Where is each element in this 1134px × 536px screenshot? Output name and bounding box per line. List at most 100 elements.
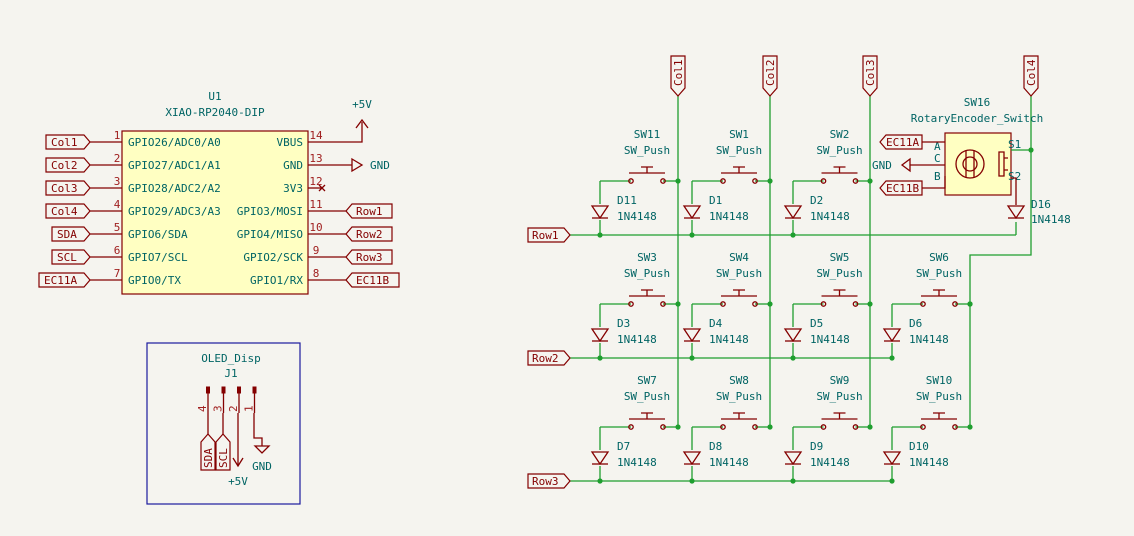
mcu-pin-number: 1: [114, 129, 121, 142]
column-label: Col2: [764, 60, 777, 87]
net-label-shape: [345, 226, 393, 242]
diode-ref: D2: [810, 194, 823, 207]
net-label-shape: [51, 249, 91, 265]
mcu-value: XIAO-RP2040-DIP: [165, 106, 265, 119]
mcu-pin-name: GPIO2/SCK: [243, 251, 303, 264]
switch-ref: SW6: [929, 251, 949, 264]
mcu-net-label: Col4: [51, 205, 78, 218]
oled-pin-number: 3: [212, 405, 225, 412]
encoder-diode-d16[interactable]: D16 1N4148: [1006, 198, 1071, 226]
encoder-ref: SW16: [964, 96, 991, 109]
diode-icon: [783, 451, 803, 466]
diode-icon: [682, 205, 702, 220]
row-label-shape: [527, 473, 571, 489]
mcu-right-pins: VBUS14GND133V312GPIO3/MOSI11Row1GPIO4/MI…: [237, 129, 400, 288]
column-label-shape: [862, 55, 878, 97]
switch-value: SW_Push: [624, 390, 670, 403]
diode-ref: D1: [709, 194, 722, 207]
diode-ref: D9: [810, 440, 823, 453]
mcu-left-pins: 1GPIO26/ADC0/A0Col12GPIO27/ADC1/A1Col23G…: [38, 129, 221, 288]
mcu-net-label: Col1: [51, 136, 78, 149]
switch-ref: SW1: [729, 128, 749, 141]
diode-icon: [682, 451, 702, 466]
encoder-body: [944, 132, 1012, 196]
switch-ref: SW4: [729, 251, 749, 264]
net-label-shape: [38, 272, 91, 288]
encoder-ec11b-label: EC11B: [886, 182, 919, 195]
oled-sda-label-shape: [200, 433, 216, 471]
rotary-encoder-sw16[interactable]: SW16 RotaryEncoder_Switch A C B S1 S2 EC…: [872, 96, 1043, 205]
no-connect-3v3: [308, 184, 326, 192]
encoder-pin-b: B: [934, 170, 941, 183]
encoder-ec11b-label-shape: [879, 180, 923, 196]
vbus-power-symbol: +5V: [308, 98, 372, 143]
mcu-pin-name: GPIO3/MOSI: [237, 205, 303, 218]
mcu-pin-name: GPIO7/SCL: [128, 251, 188, 264]
row-label-shape: [527, 227, 571, 243]
column-label-shape: [1023, 55, 1039, 97]
mcu-u1[interactable]: U1 XIAO-RP2040-DIP 1GPIO26/ADC0/A0Col12G…: [38, 90, 400, 295]
mcu-pin-name: VBUS: [277, 136, 304, 149]
diode-icon: [590, 328, 610, 343]
row-label: Row1: [532, 229, 559, 242]
switch-value: SW_Push: [916, 390, 962, 403]
column-label-shape: [762, 55, 778, 97]
mcu-pin-name: GPIO28/ADC2/A2: [128, 182, 221, 195]
mcu-pin-name: GPIO1/RX: [250, 274, 303, 287]
mcu-pin-name: GND: [283, 159, 303, 172]
oled-pin-number: 1: [243, 405, 256, 412]
mcu-pin-name: GPIO0/TX: [128, 274, 181, 287]
diode-ref: D16: [1031, 198, 1051, 211]
diode-value: 1N4148: [617, 333, 657, 346]
mcu-pin-name: GPIO27/ADC1/A1: [128, 159, 221, 172]
diode-ref: D6: [909, 317, 922, 330]
mcu-pin-number: 5: [114, 221, 121, 234]
diode-value: 1N4148: [909, 456, 949, 469]
switch-ref: SW7: [637, 374, 657, 387]
row-label: Row3: [532, 475, 559, 488]
mcu-pin-name: 3V3: [283, 182, 303, 195]
mcu-pin-number: 6: [114, 244, 121, 257]
mcu-body: [121, 130, 309, 295]
mcu-pin-name: GPIO4/MISO: [237, 228, 303, 241]
mcu-net-label: Row3: [356, 251, 383, 264]
net-label-shape: [45, 157, 91, 173]
encoder-ec11a-label: EC11A: [886, 136, 919, 149]
switch-value: SW_Push: [716, 267, 762, 280]
diode-icon: [882, 451, 902, 466]
switch-value: SW_Push: [816, 144, 862, 157]
oled-frame: [146, 342, 301, 505]
encoder-gnd-label: GND: [872, 159, 892, 172]
diode-icon: [783, 328, 803, 343]
mcu-pin-number: 7: [114, 267, 121, 280]
mcu-net-label: Col3: [51, 182, 78, 195]
oled-ref: J1: [224, 367, 237, 380]
diode-value: 1N4148: [617, 210, 657, 223]
diode-value: 1N4148: [709, 456, 749, 469]
mcu-pin-name: GPIO29/ADC3/A3: [128, 205, 221, 218]
mcu-pin-number: 9: [313, 244, 320, 257]
switch-ref: SW11: [634, 128, 661, 141]
diode-value: 1N4148: [1031, 213, 1071, 226]
diode-value: 1N4148: [810, 210, 850, 223]
column-label: Col1: [672, 60, 685, 87]
mcu-pin-number: 11: [309, 198, 322, 211]
diode-value: 1N4148: [709, 210, 749, 223]
row-label: Row2: [532, 352, 559, 365]
switch-ref: SW2: [830, 128, 850, 141]
oled-sda-label: SDA: [202, 448, 215, 468]
